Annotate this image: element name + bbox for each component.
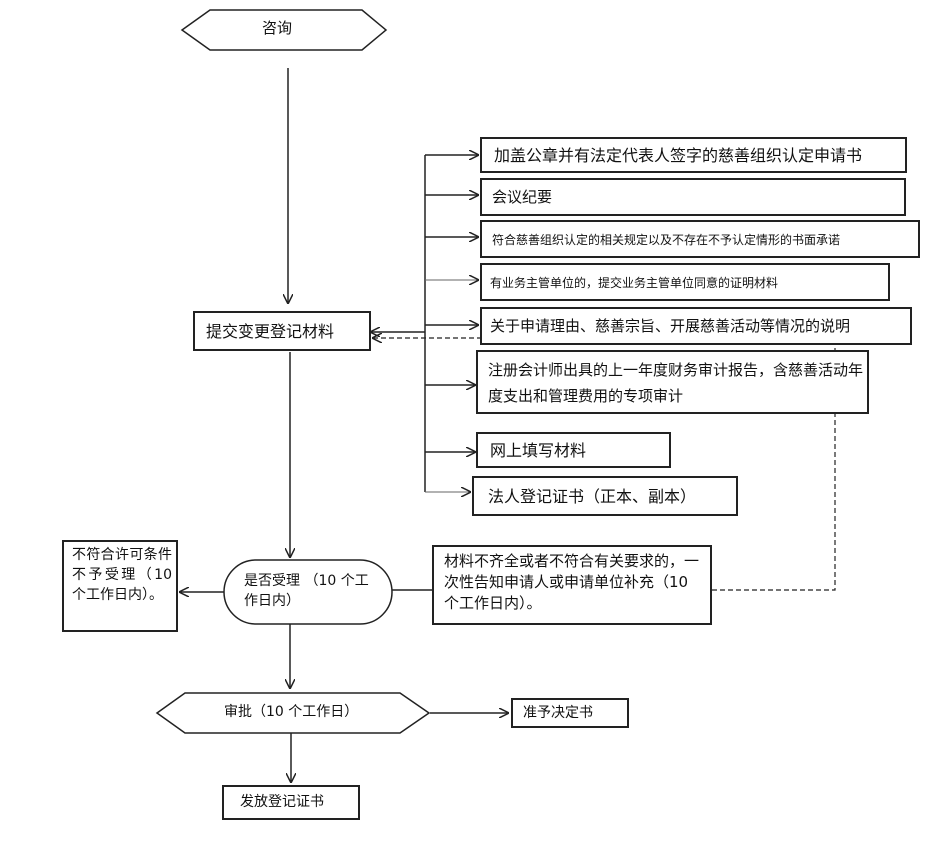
material-box-1: 加盖公章并有法定代表人签字的慈善组织认定申请书 xyxy=(480,137,907,173)
reject-label: 不符合许可条件不予受理（10个工作日内）。 xyxy=(72,547,172,603)
material-box-6: 注册会计师出具的上一年度财务审计报告，含慈善活动年度支出和管理费用的专项审计 xyxy=(476,350,869,414)
material-box-5: 关于申请理由、慈善宗旨、开展慈善活动等情况的说明 xyxy=(480,307,912,345)
supplement-feedback-dashed xyxy=(373,338,836,591)
submit-label: 提交变更登记材料 xyxy=(206,322,335,341)
consult-shape xyxy=(180,9,388,51)
consult-label: 咨询 xyxy=(262,19,293,37)
reject-box: 不符合许可条件不予受理（10个工作日内）。 xyxy=(62,540,178,632)
material-label-3: 符合慈善组织认定的相关规定以及不存在不予认定情形的书面承诺 xyxy=(492,233,841,247)
supplement-box: 材料不齐全或者不符合有关要求的，一次性告知申请人或申请单位补充（10 个工作日内… xyxy=(432,545,712,625)
decision-box: 准予决定书 xyxy=(511,698,629,728)
approve-label: 审批（10 个工作日） xyxy=(224,704,359,720)
material-label-4: 有业务主管单位的，提交业务主管单位同意的证明材料 xyxy=(490,276,779,290)
accept-label: 是否受理 （10 个工作日内） xyxy=(244,573,369,609)
issue-box: 发放登记证书 xyxy=(222,785,360,820)
material-label-8: 法人登记证书（正本、副本） xyxy=(488,487,697,506)
material-label-6: 注册会计师出具的上一年度财务审计报告，含慈善活动年度支出和管理费用的专项审计 xyxy=(488,361,864,405)
material-box-4: 有业务主管单位的，提交业务主管单位同意的证明材料 xyxy=(480,263,890,301)
material-box-8: 法人登记证书（正本、副本） xyxy=(472,476,738,516)
material-box-2: 会议纪要 xyxy=(480,178,906,216)
material-label-2: 会议纪要 xyxy=(492,188,553,206)
supplement-label: 材料不齐全或者不符合有关要求的，一次性告知申请人或申请单位补充（10 个工作日内… xyxy=(444,552,700,612)
decision-label: 准予决定书 xyxy=(523,705,593,721)
material-label-7: 网上填写材料 xyxy=(490,441,587,460)
material-box-7: 网上填写材料 xyxy=(476,432,671,468)
material-label-1: 加盖公章并有法定代表人签字的慈善组织认定申请书 xyxy=(494,146,863,165)
submit-box: 提交变更登记材料 xyxy=(193,311,371,351)
issue-label: 发放登记证书 xyxy=(240,794,324,810)
material-box-3: 符合慈善组织认定的相关规定以及不存在不予认定情形的书面承诺 xyxy=(480,220,920,258)
approve-shape xyxy=(155,692,431,734)
material-label-5: 关于申请理由、慈善宗旨、开展慈善活动等情况的说明 xyxy=(490,317,851,335)
